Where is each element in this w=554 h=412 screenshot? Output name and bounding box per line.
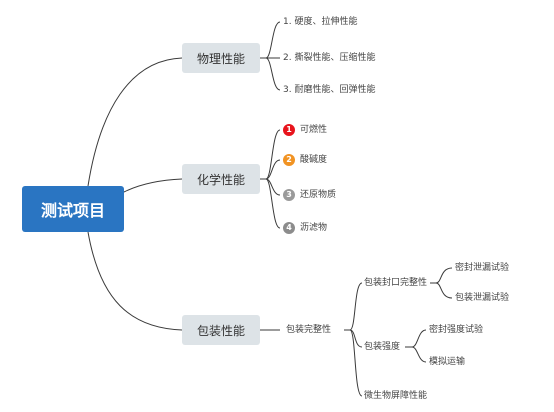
connector-seal (430, 267, 453, 284)
transport-simulation-node[interactable]: 模拟运输 (429, 357, 466, 367)
category-packaging[interactable]: 包装性能 (182, 315, 260, 345)
priority-4-marker-icon: 4 (283, 222, 295, 234)
chemical-item-4[interactable]: 沥滤物 (300, 223, 328, 233)
chemical-item-1[interactable]: 可燃性 (300, 125, 328, 135)
connector-chemical (260, 129, 281, 180)
physical-item-3[interactable]: 3. 耐磨性能、回弹性能 (283, 85, 376, 95)
connector-physical (260, 21, 281, 59)
priority-1-marker-icon: 1 (283, 124, 295, 136)
seal-leak-test-node[interactable]: 密封泄漏试验 (455, 263, 510, 273)
priority-3-marker-icon: 3 (283, 189, 295, 201)
physical-item-1[interactable]: 1. 硬度、拉伸性能 (283, 17, 358, 27)
connector-root-chemical (123, 178, 183, 193)
connector-root-packaging (87, 231, 183, 331)
seal-strength-test-node[interactable]: 密封强度试验 (429, 325, 484, 335)
connector-root-physical (87, 57, 183, 187)
priority-2-marker-icon: 2 (283, 154, 295, 166)
package-strength-node[interactable]: 包装强度 (364, 342, 401, 352)
seal-integrity-node[interactable]: 包装封口完整性 (364, 278, 428, 288)
physical-item-2[interactable]: 2. 撕裂性能、压缩性能 (283, 53, 376, 63)
connector-integrity (344, 282, 363, 331)
packaging-integrity-node[interactable]: 包装完整性 (286, 325, 332, 335)
root-node[interactable]: 测试项目 (22, 186, 124, 232)
category-chemical[interactable]: 化学性能 (182, 164, 260, 194)
chemical-item-2[interactable]: 酸碱度 (300, 155, 328, 165)
chemical-item-3[interactable]: 还原物质 (300, 190, 337, 200)
microbial-barrier-node[interactable]: 微生物屏障性能 (364, 391, 428, 401)
connector-strength (405, 329, 427, 348)
package-leak-test-node[interactable]: 包装泄漏试验 (455, 293, 510, 303)
category-physical[interactable]: 物理性能 (182, 43, 260, 73)
